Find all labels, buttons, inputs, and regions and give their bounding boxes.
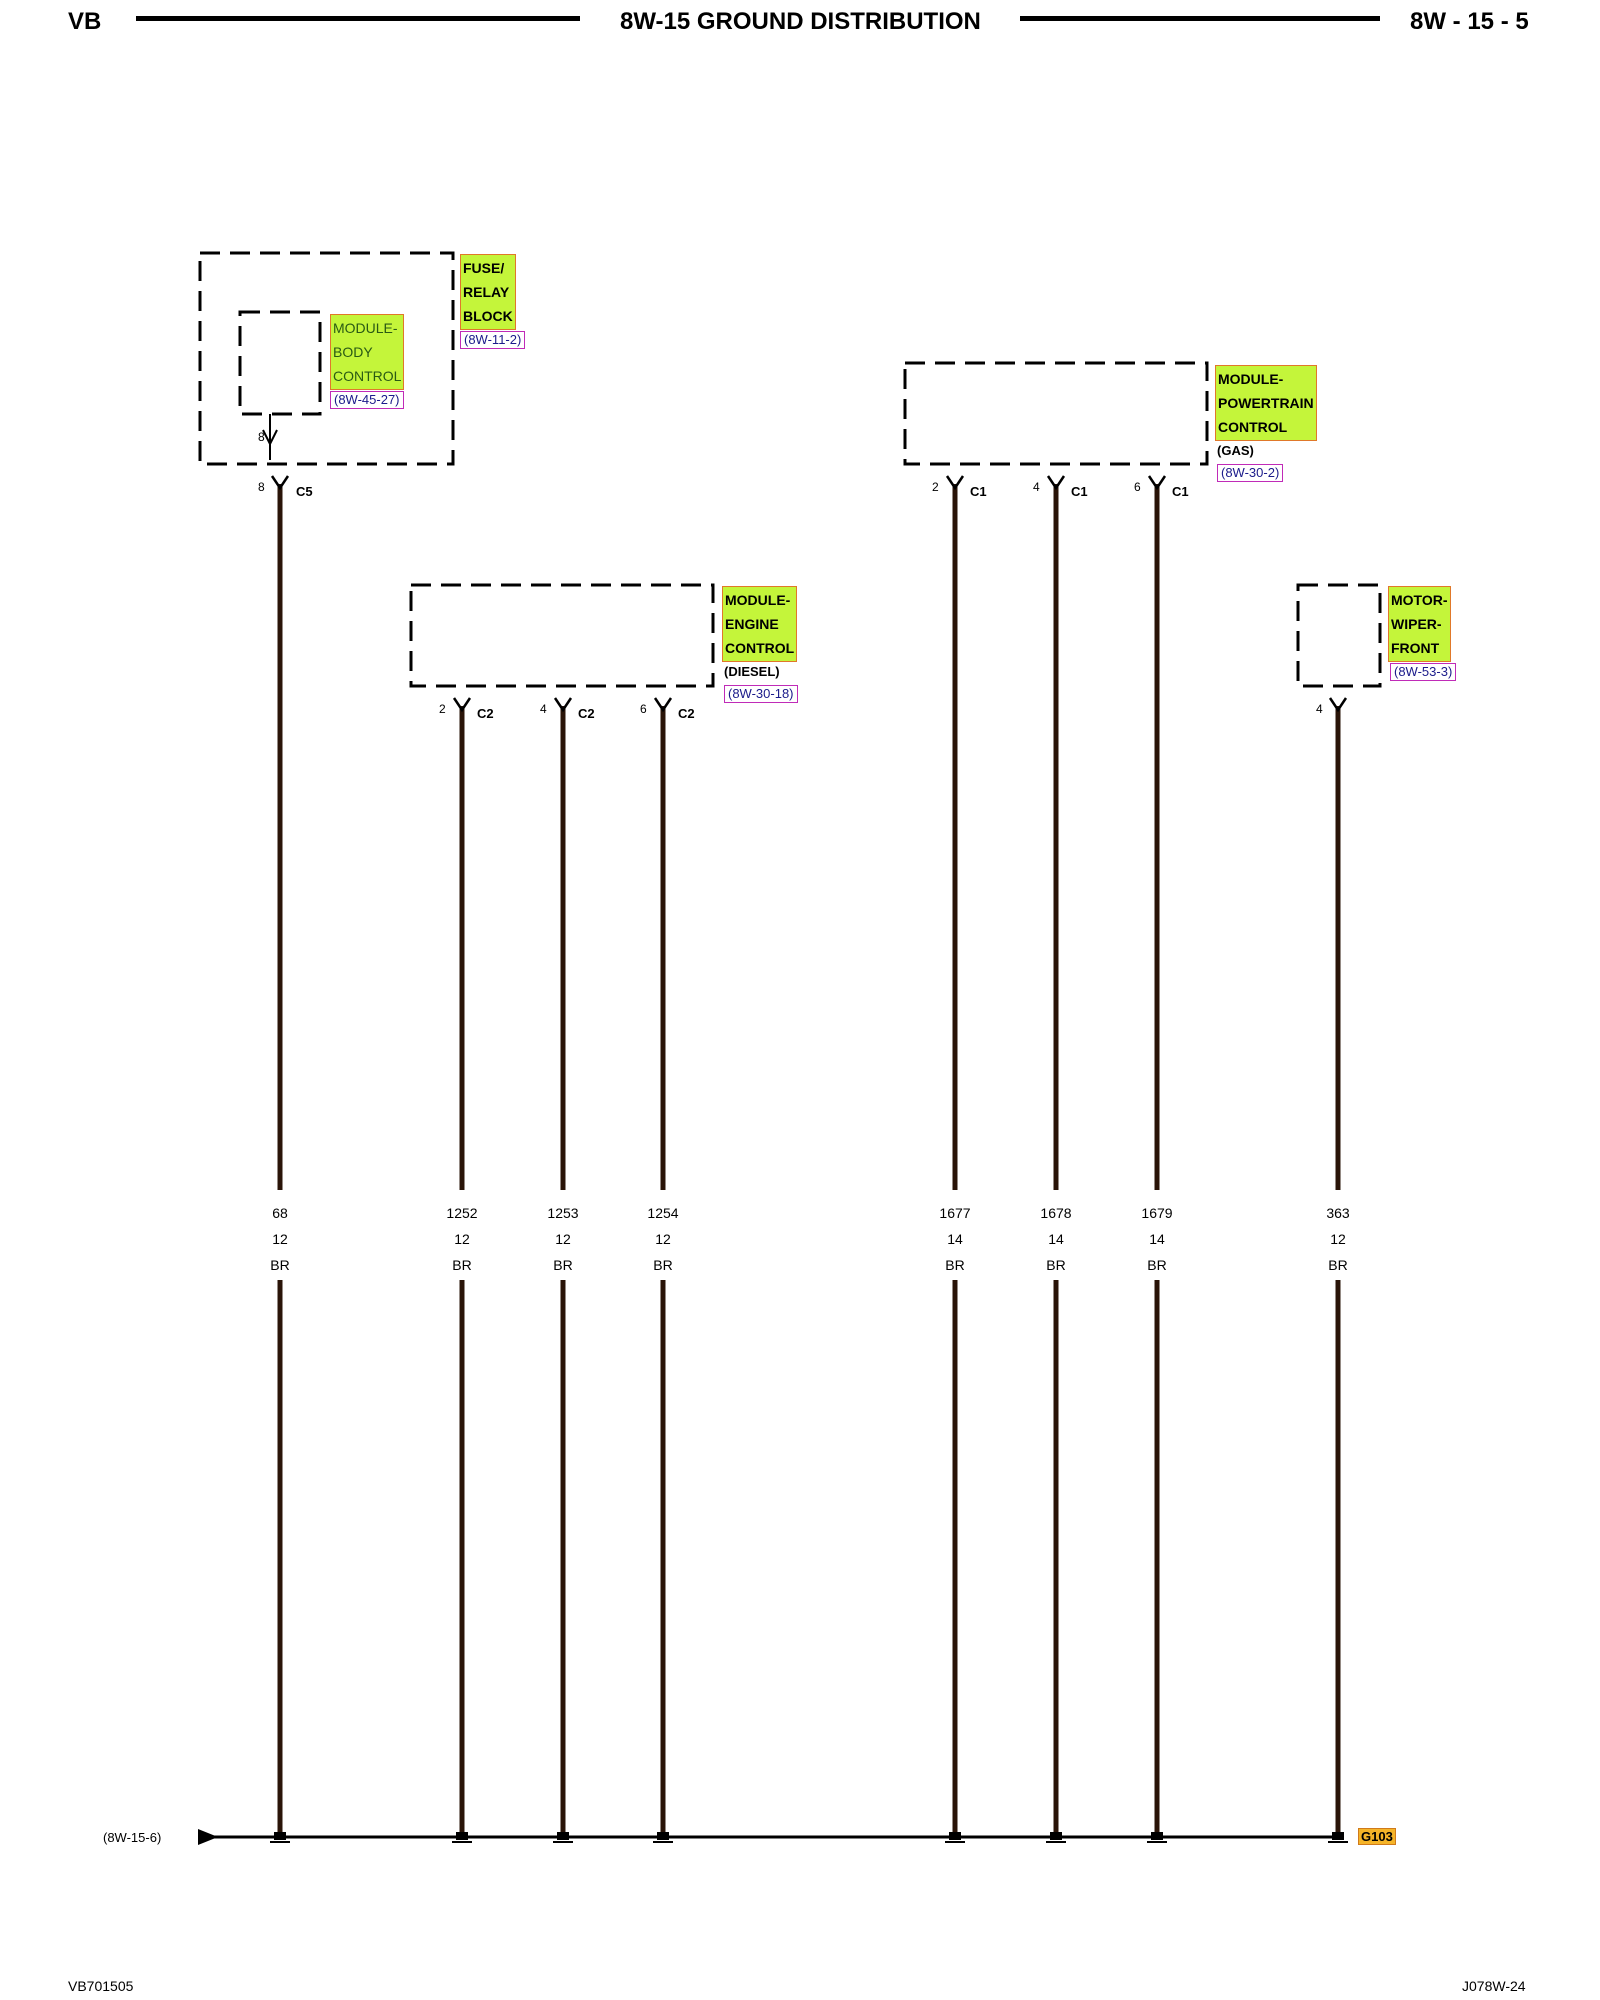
header-rule-left xyxy=(136,16,580,21)
connector-1677: C1 xyxy=(970,484,987,499)
powertrain-control-module-outline xyxy=(903,361,1209,466)
pin-68: 8 xyxy=(258,480,265,494)
wiper-motor-outline xyxy=(1296,583,1382,688)
pin-363: 4 xyxy=(1316,702,1323,716)
connector-1679: C1 xyxy=(1172,484,1189,499)
connector-symbol-1254 xyxy=(653,697,673,713)
connector-1254: C2 xyxy=(678,706,695,721)
page-title: 8W-15 GROUND DISTRIBUTION xyxy=(620,8,981,35)
engine-diesel-note: (DIESEL) xyxy=(724,664,780,679)
engine-control-module-label: MODULE- ENGINE CONTROL xyxy=(722,586,798,662)
connector-1253: C2 xyxy=(578,706,595,721)
powertrain-control-module-ref[interactable]: (8W-30-2) xyxy=(1217,464,1284,482)
powertrain-gas-note: (GAS) xyxy=(1217,443,1254,458)
connector-symbol-1678 xyxy=(1046,475,1066,491)
bcm-inner-connector xyxy=(262,414,278,460)
connector-symbol-1253 xyxy=(553,697,573,713)
body-control-module-label: MODULE- BODY CONTROL xyxy=(330,314,405,390)
ground-continuation-ref[interactable]: (8W-15-6) xyxy=(103,1830,162,1845)
page-number: 8W - 15 - 5 xyxy=(1410,8,1529,35)
footer-left-code: VB701505 xyxy=(68,1978,134,1994)
pin-1253: 4 xyxy=(540,702,547,716)
connector-symbol-1677 xyxy=(945,475,965,491)
footer-right-code: J078W-24 xyxy=(1462,1978,1526,1994)
fuse-relay-block-ref[interactable]: (8W-11-2) xyxy=(460,331,526,349)
fuse-relay-block-outline xyxy=(198,251,455,466)
ground-arrow xyxy=(198,1829,218,1845)
fuse-relay-block-label: FUSE/ RELAY BLOCK xyxy=(460,254,516,330)
connector-symbol-1252 xyxy=(452,697,472,713)
pin-1677: 2 xyxy=(932,480,939,494)
body-control-module-ref[interactable]: (8W-45-27) xyxy=(330,391,404,409)
powertrain-control-module-label: MODULE- POWERTRAIN CONTROL xyxy=(1215,365,1317,441)
connector-symbol-68 xyxy=(270,475,290,491)
pin-1254: 6 xyxy=(640,702,647,716)
connector-1678: C1 xyxy=(1071,484,1088,499)
page-code: VB xyxy=(68,8,102,35)
ground-point-label: G103 xyxy=(1358,1828,1396,1845)
header-rule-right xyxy=(1020,16,1380,21)
engine-control-module-outline xyxy=(409,583,715,688)
bcm-inner-pin: 8 xyxy=(258,430,265,444)
pin-1678: 4 xyxy=(1033,480,1040,494)
pin-1252: 2 xyxy=(439,702,446,716)
connector-68: C5 xyxy=(296,484,313,499)
connector-1252: C2 xyxy=(477,706,494,721)
body-control-module-outline xyxy=(238,310,322,416)
connector-symbol-363 xyxy=(1328,697,1348,713)
engine-control-module-ref[interactable]: (8W-30-18) xyxy=(724,685,798,703)
wiper-motor-ref[interactable]: (8W-53-3) xyxy=(1390,663,1457,681)
connector-symbol-1679 xyxy=(1147,475,1167,491)
wiper-motor-label: MOTOR- WIPER- FRONT xyxy=(1388,586,1451,662)
pin-1679: 6 xyxy=(1134,480,1141,494)
